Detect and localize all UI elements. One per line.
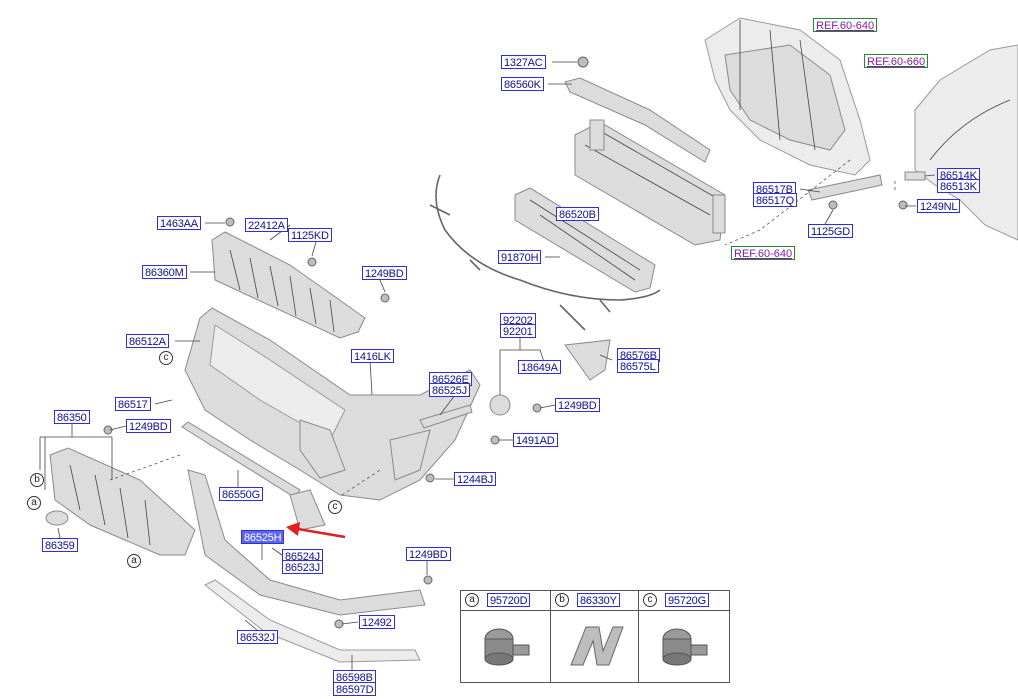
bottom-trim-strip (204, 579, 421, 663)
ref-link[interactable]: REF.60-640 (813, 18, 878, 32)
part-label-86360m[interactable]: 86360M (142, 265, 187, 279)
part-label-86575l[interactable]: 86575L (617, 359, 659, 373)
legend-table: a 95720D b 86330Y c 95720G (460, 590, 730, 683)
front-bumper-cover (184, 307, 481, 501)
part-label-1416lk[interactable]: 1416LK (351, 349, 394, 363)
part-label-1327ac[interactable]: 1327AC (501, 55, 546, 69)
part-label-1249bd[interactable]: 1249BD (362, 266, 407, 280)
alignment-lines (109, 159, 896, 496)
part-label-92201[interactable]: 92201 (500, 324, 536, 338)
callout-c: c (159, 351, 173, 365)
part-label-18649a[interactable]: 18649A (518, 360, 561, 374)
part-label-1125kd[interactable]: 1125KD (288, 228, 332, 242)
ref-link[interactable]: REF.60-660 (864, 54, 929, 68)
part-label-86512a[interactable]: 86512A (126, 334, 169, 348)
fasteners (103, 56, 908, 629)
part-label-86560k[interactable]: 86560K (501, 77, 544, 91)
legend-letter: b (555, 593, 569, 607)
part-label-1249bd[interactable]: 1249BD (406, 547, 451, 561)
part-label-1125gd[interactable]: 1125GD (808, 224, 853, 238)
part-label-86525j[interactable]: 86525J (429, 383, 470, 397)
legend-part-number[interactable]: 95720G (665, 593, 709, 607)
legend-part-number[interactable]: 86330Y (577, 593, 620, 607)
bumper-beam (574, 119, 726, 246)
legend-cell-c: c 95720G (639, 591, 729, 682)
ref-link[interactable]: REF.60-640 (731, 246, 796, 260)
part-label-86524j[interactable]: 86524J (282, 549, 323, 563)
fog-lamp-bracket (564, 339, 611, 381)
legend-cell-b: b 86330Y (551, 591, 639, 682)
n-emblem-icon (570, 626, 624, 666)
part-label-1491ad[interactable]: 1491AD (513, 433, 558, 447)
parking-sensor-icon (484, 628, 530, 666)
grille-strip (181, 421, 301, 498)
part-label-86597d[interactable]: 86597D (333, 682, 377, 696)
legend-cell-a: a 95720D (461, 591, 551, 682)
part-label-1249bd[interactable]: 1249BD (126, 419, 171, 433)
energy-absorber (514, 187, 656, 293)
part-label-86532j[interactable]: 86532J (237, 630, 278, 644)
leader-lines (39, 61, 936, 670)
callout-a: a (27, 496, 41, 510)
legend-letter: a (465, 593, 479, 607)
part-label-86520b[interactable]: 86520B (556, 207, 599, 221)
pointer-arrow (286, 522, 346, 539)
callout-c: c (328, 500, 342, 514)
part-label-12492[interactable]: 12492 (359, 615, 395, 629)
fog-lamp-unit (489, 394, 511, 416)
wiring-harness (429, 174, 661, 331)
lower-lip (187, 469, 426, 616)
part-label-86523j[interactable]: 86523J (282, 560, 323, 574)
callout-a: a (127, 554, 141, 568)
part-label-86350[interactable]: 86350 (54, 410, 90, 424)
part-label-22412a[interactable]: 22412A (245, 218, 288, 232)
parking-sensor-icon (662, 628, 708, 666)
legend-part-number[interactable]: 95720D (487, 593, 531, 607)
side-bracket (807, 174, 883, 201)
corner-trim (289, 489, 326, 531)
emblem (45, 510, 69, 526)
part-label-1463aa[interactable]: 1463AA (157, 216, 201, 230)
inner-bracket (419, 404, 473, 429)
part-label-1249nl[interactable]: 1249NL (917, 199, 961, 213)
lower-grille-panel (49, 447, 196, 556)
fender-clip (904, 171, 926, 181)
upper-grille (211, 231, 366, 339)
part-label-86517q[interactable]: 86517Q (753, 193, 797, 207)
part-label-86525h[interactable]: 86525H (241, 530, 285, 544)
radiator-support-panel (704, 17, 871, 176)
legend-head: b 86330Y (551, 591, 638, 611)
part-label-91870h[interactable]: 91870H (498, 250, 542, 264)
part-label-86359[interactable]: 86359 (42, 538, 78, 552)
legend-letter: c (643, 593, 657, 607)
legend-head: c 95720G (639, 591, 729, 611)
callout-b: b (30, 473, 44, 487)
part-label-1244bj[interactable]: 1244BJ (454, 472, 497, 486)
part-label-86550g[interactable]: 86550G (219, 487, 263, 501)
upper-strip (564, 77, 711, 163)
legend-head: a 95720D (461, 591, 550, 611)
part-label-86513k[interactable]: 86513K (937, 179, 980, 193)
part-label-86517[interactable]: 86517 (115, 397, 151, 411)
part-label-1249bd[interactable]: 1249BD (555, 398, 600, 412)
part-label-86598b[interactable]: 86598B (333, 670, 376, 684)
